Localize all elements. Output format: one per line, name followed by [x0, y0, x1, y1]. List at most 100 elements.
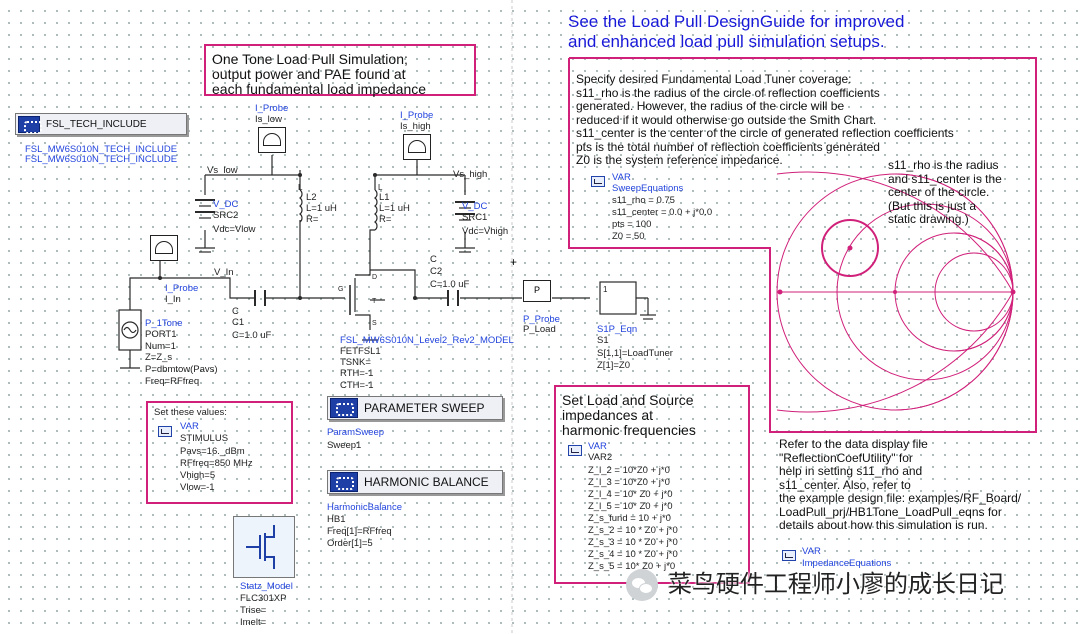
fet-icon	[246, 525, 275, 569]
s1p-type: S1P_Eqn	[597, 324, 638, 335]
refer-line: "ReflectionCoefUtility" for	[779, 450, 913, 465]
probe-is-high-name: Is_high	[400, 121, 431, 132]
tech-include-line1: FSL_MW6S010N_TECH_INCLUDE	[25, 144, 178, 155]
harmonic-header3: harmonic frequencies	[562, 422, 696, 438]
harmonic-line: Z_s_fund = 10 + j*0	[588, 513, 671, 524]
param-sweep-label: PARAMETER SWEEP	[364, 401, 485, 415]
statz-line1: Trise=	[240, 605, 267, 616]
ammeter-icon[interactable]	[150, 235, 178, 261]
l2-name: L2	[306, 192, 317, 203]
var-icon[interactable]	[591, 176, 605, 187]
l2-value: L=1 uH	[306, 203, 337, 214]
statz-line2: Imelt=	[240, 617, 267, 628]
parameter-sweep-block[interactable]: PARAMETER SWEEP	[327, 396, 503, 420]
harmonic-line: Z_s_5 = 10* Z0 + j*0	[588, 561, 676, 572]
designguide-note-line1: See the Load Pull DesignGuide for improv…	[568, 12, 905, 31]
harmonic-balance-block[interactable]: HARMONIC BALANCE	[327, 470, 503, 494]
stimulus-line: Pavs=16._dBm	[180, 446, 245, 457]
statz-model-block[interactable]	[233, 516, 295, 578]
p-probe-type: P_Probe	[523, 314, 560, 325]
s1p-line2: Z[1]=Z0	[597, 360, 630, 371]
smith-note-line: static drawing.)	[888, 212, 969, 226]
power-probe-glyph: P	[533, 285, 540, 295]
statz-name: FLC301XP	[240, 593, 287, 604]
c1-value: C=1.0 uF	[232, 330, 272, 341]
title-line3: each fundamental load impedance	[212, 81, 427, 97]
s1p-port-label: 1	[603, 285, 608, 294]
coverage-line: Z0 is the system reference impedance.	[576, 153, 783, 167]
pin-g: G	[338, 286, 344, 293]
port1-line4: Freq=RFfreq	[145, 376, 200, 387]
sweep-eq-line: pts = 100	[612, 219, 652, 230]
c1-name: C1	[232, 317, 245, 328]
coverage-line: s11_center is the center of the circle o…	[576, 126, 954, 140]
c2-type: C	[430, 254, 437, 265]
p-probe-name: P_Load	[523, 324, 556, 335]
impedance-eq-name: ImpedanceEquations	[802, 558, 892, 569]
tech-include-block[interactable]: FSL_TECH_INCLUDE	[15, 113, 187, 135]
param-sweep-type: ParamSweep	[327, 427, 385, 438]
harmonic-line: Z_s_3 = 10 * Z0 + j*0	[588, 537, 678, 548]
port1-name: PORT1	[145, 329, 177, 340]
smith-note-line: center of the circle.	[888, 185, 990, 199]
pin-s: S	[372, 320, 377, 327]
harmonic-line: Z_l_2 = 10*Z0 + j*0	[588, 465, 670, 476]
coverage-line: generated. However, the radius of the ci…	[576, 99, 845, 113]
stimulus-box[interactable]: Set these values: VAR STIMULUS Pavs=16._…	[146, 401, 293, 504]
probe-is-high-type: I_Probe	[400, 110, 434, 121]
transistor-param2: TSNK=	[340, 357, 371, 368]
ammeter-icon[interactable]	[258, 127, 286, 153]
l2-r: R=	[306, 214, 319, 225]
coverage-line: s11_rho is the radius of the circle of r…	[576, 85, 880, 100]
harmonic-line: Z_s_2 = 10 * Z0 + j*0	[588, 525, 678, 536]
src2-value: Vdc=Vlow	[213, 224, 256, 235]
harmonic-header1: Set Load and Source	[562, 392, 694, 408]
var-icon	[158, 426, 172, 437]
wechat-logo-icon	[626, 569, 658, 601]
title-box[interactable]: One Tone Load Pull Simulation; output po…	[204, 44, 476, 97]
tech-include-line2: FSL_MW6S010N_TECH_INCLUDE	[25, 154, 178, 165]
src2-name: SRC2	[213, 210, 239, 221]
var-icon[interactable]	[782, 550, 796, 561]
pin-d: D	[372, 274, 378, 281]
port1-line1: Num=1	[145, 341, 176, 352]
l1-name: L1	[379, 192, 390, 203]
ammeter-icon[interactable]	[403, 134, 431, 160]
designguide-note-line2: and enhanced load pull simulation setups…	[568, 32, 885, 51]
src2-type: V_DC	[213, 199, 239, 210]
probe-is-low-type: I_Probe	[255, 103, 289, 114]
stimulus-line: Vlow=-1	[180, 482, 215, 493]
harmonic-balance-label: HARMONIC BALANCE	[364, 475, 489, 489]
sweep-eq-line: s11_rho = 0.75	[612, 195, 675, 206]
coverage-text: Specify desired Fundamental Load Tuner c…	[576, 72, 954, 168]
c1-type: C	[232, 306, 239, 317]
s1p-line1: S[1,1]=LoadTuner	[597, 348, 673, 359]
pin-t: T	[372, 298, 377, 305]
sweep-eq-name: SweepEquations	[612, 183, 684, 194]
probe-i-in-name: I_In	[165, 294, 181, 305]
transistor-param1: FETFSL1	[340, 346, 381, 357]
stimulus-line: Vhigh=5	[180, 470, 216, 481]
hb-line2: Order[1]=5	[327, 538, 373, 549]
stimulus-var-label: VAR	[180, 421, 199, 432]
tech-include-label: FSL_TECH_INCLUDE	[46, 118, 147, 130]
refer-line: LoadPull_prj/HB1Tone_LoadPull_eqns for	[779, 504, 1002, 519]
power-probe-icon[interactable]: P	[523, 280, 551, 302]
harmonic-impedance-box[interactable]: Set Load and Source impedances at harmon…	[554, 385, 750, 584]
harmonic-line: Z_l_3 = 10*Z0 + j*0	[588, 477, 670, 488]
title-line2: output power and PAE found at	[212, 66, 406, 82]
refer-line: help in setting s11_rho and	[779, 464, 923, 478]
stimulus-header: Set these values:	[154, 407, 227, 418]
transistor-param4: CTH=-1	[340, 380, 374, 391]
hb-name: HB1	[327, 514, 346, 525]
harmonic-var-label: VAR	[588, 441, 607, 452]
l2-type: L	[298, 183, 303, 192]
include-icon	[18, 115, 42, 134]
smith-note-line: (But this is just a	[888, 198, 977, 213]
probe-is-low-name: Is_low	[255, 114, 282, 125]
port1-type: P_1Tone	[145, 318, 183, 329]
coverage-line: pts is the total number of reflection co…	[576, 139, 880, 154]
harmonic-line: Z_s_4 = 10 * Z0 + j*0	[588, 549, 678, 560]
